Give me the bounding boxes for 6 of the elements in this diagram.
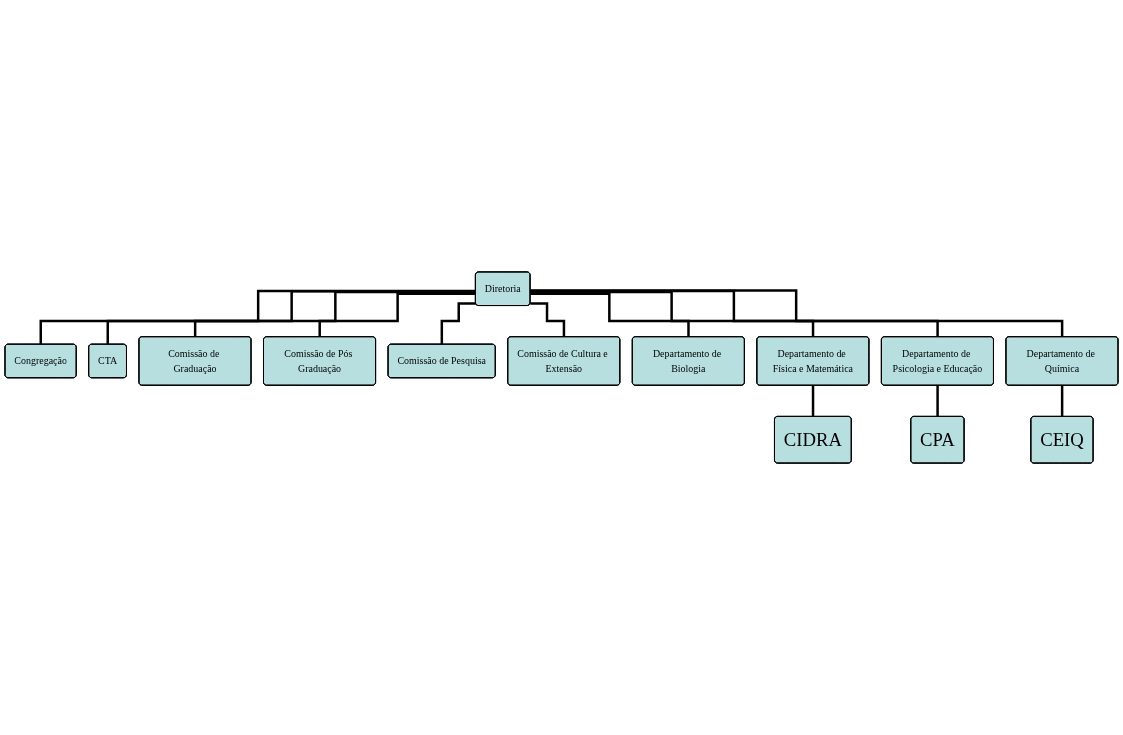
connector: [811, 384, 815, 418]
connector: [39, 289, 476, 346]
connector: [440, 302, 476, 346]
connector: [106, 290, 476, 346]
connector: [936, 384, 939, 418]
connector: [1060, 384, 1064, 418]
